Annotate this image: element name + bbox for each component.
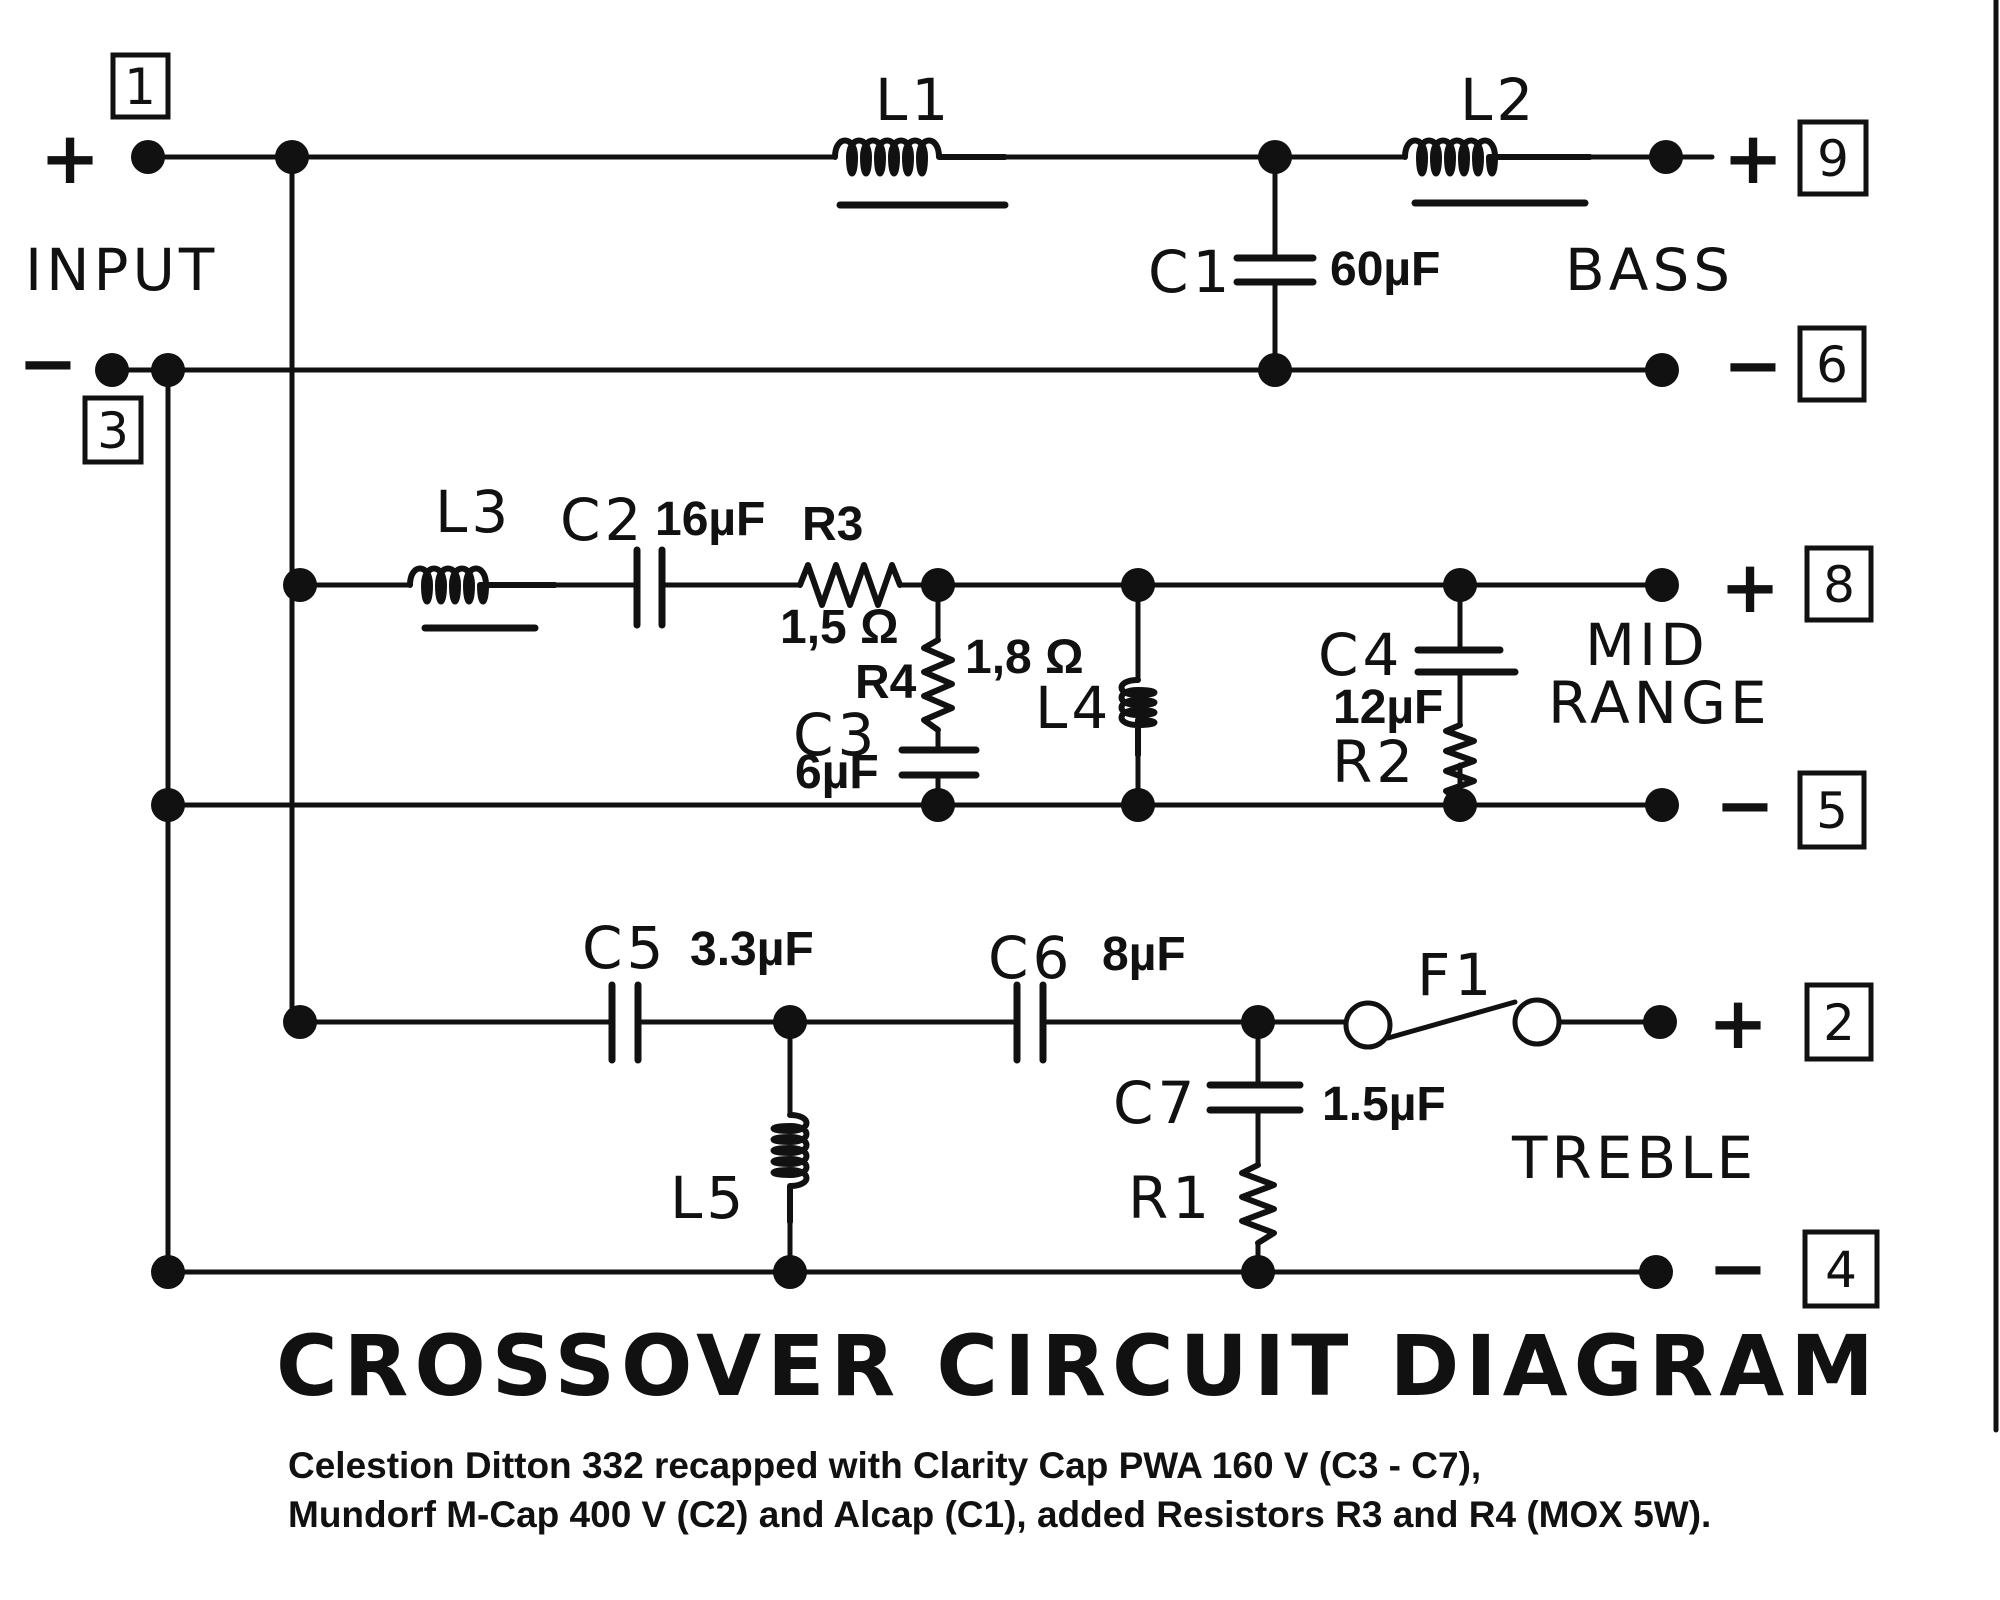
circuit-wires: [109, 154, 1715, 1275]
range-label: RANGE: [1548, 669, 1771, 737]
inductor-l3: [407, 565, 558, 632]
treble-plus-sign: +: [1708, 981, 1768, 1065]
terminal-5-label: 5: [1816, 782, 1848, 840]
capacitor-c4: [1414, 646, 1519, 676]
c6-label: C6: [988, 924, 1073, 992]
terminal-6-label: 6: [1816, 336, 1848, 394]
r4-value: 1,8 Ω: [965, 631, 1084, 684]
note-line-1: Celestion Ditton 332 recapped with Clari…: [288, 1445, 1481, 1486]
terminal-2-label: 2: [1823, 994, 1855, 1052]
l4-label: L4: [1035, 674, 1112, 742]
fuse-f1: [1343, 997, 1562, 1050]
terminal-3-label: 3: [97, 402, 129, 460]
resistor-r3: [797, 562, 903, 608]
r4-label: R4: [855, 656, 917, 709]
r2-label: R2: [1332, 728, 1417, 796]
r3-label: R3: [802, 498, 863, 551]
capacitor-c5: [608, 981, 642, 1064]
mid-label: MID: [1585, 611, 1709, 679]
bass-label: BASS: [1565, 236, 1734, 304]
input-plus-sign: +: [40, 116, 100, 200]
capacitor-c3: [898, 746, 980, 779]
bass-minus-sign: −: [1723, 323, 1783, 407]
terminal-9-label: 9: [1817, 130, 1849, 188]
terminal-4-label: 4: [1825, 1241, 1857, 1299]
c7-value: 1.5µF: [1322, 1078, 1446, 1131]
mid-plus-sign: +: [1720, 545, 1780, 629]
c1-value: 60µF: [1330, 243, 1440, 296]
inductor-l1: [832, 137, 1009, 209]
c2-value: 16µF: [655, 493, 765, 546]
treble-label: TREBLE: [1511, 1124, 1757, 1192]
input-label: INPUT: [25, 236, 218, 304]
capacitor-c2: [633, 546, 666, 629]
terminal-3: 3: [82, 395, 144, 465]
resistor-r4: [921, 637, 955, 733]
mid-minus-sign: −: [1715, 763, 1775, 847]
resistor-r1: [1239, 1162, 1277, 1246]
c7-label: C7: [1113, 1069, 1198, 1137]
bass-plus-sign: +: [1723, 116, 1783, 200]
terminal-2: 2: [1804, 982, 1874, 1062]
c4-label: C4: [1318, 621, 1403, 689]
c5-value: 3.3µF: [690, 923, 814, 976]
terminal-5: 5: [1797, 770, 1867, 850]
capacitor-c6: [1013, 981, 1047, 1064]
l1-label: L1: [875, 66, 952, 134]
c6-value: 8µF: [1102, 928, 1186, 981]
terminal-1-label: 1: [124, 58, 156, 116]
c1-label: C1: [1148, 238, 1233, 306]
input-minus-sign: −: [18, 321, 78, 405]
note-line-2: Mundorf M-Cap 400 V (C2) and Alcap (C1),…: [288, 1494, 1711, 1535]
c4-value: 12µF: [1333, 681, 1443, 734]
terminal-1: 1: [110, 52, 171, 120]
f1-label: F1: [1417, 941, 1495, 1009]
l3-label: L3: [435, 478, 512, 546]
diagram-title: CROSSOVER CIRCUIT DIAGRAM: [276, 1317, 1880, 1415]
terminal-9: 9: [1797, 119, 1869, 197]
junction-dots: [95, 140, 1683, 1289]
treble-minus-sign: −: [1708, 1226, 1768, 1310]
terminal-4: 4: [1802, 1229, 1880, 1309]
c2-label: C2: [560, 486, 645, 554]
c3-value: 6µF: [795, 746, 879, 799]
terminal-6: 6: [1797, 325, 1867, 403]
inductor-l4: [1118, 677, 1158, 758]
c3-label: C3: [793, 701, 878, 769]
inductor-l5: [770, 1112, 810, 1225]
l5-label: L5: [670, 1164, 747, 1232]
terminal-8-label: 8: [1823, 556, 1855, 614]
capacitor-c7: [1206, 1081, 1304, 1114]
r3-value: 1,5 Ω: [780, 601, 899, 654]
r1-label: R1: [1128, 1164, 1213, 1232]
c5-label: C5: [582, 914, 667, 982]
inductor-l2: [1402, 137, 1593, 207]
capacitor-c1: [1233, 254, 1317, 286]
terminal-8: 8: [1804, 545, 1874, 623]
l2-label: L2: [1460, 66, 1537, 134]
